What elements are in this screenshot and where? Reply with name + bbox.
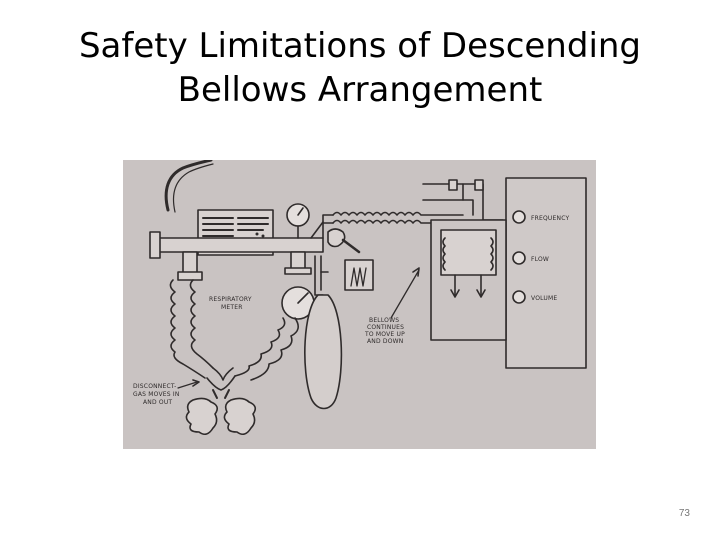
disconnect-label-3: AND OUT [143,399,172,406]
bellows-label-1: BELLOWS [369,317,399,324]
volume-label: VOLUME [531,295,557,302]
flow-label: FLOW [531,256,549,263]
bellows-label-3: TO MOVE UP [364,331,405,338]
disconnect-label-1: DISCONNECT- [133,383,177,390]
corrugated-tube-top [332,211,464,216]
slide-title-line-2: Bellows Arrangement [177,70,543,110]
bellows-label-2: CONTINUES [367,324,404,331]
slide-title-line-1: Safety Limitations of Descending [78,26,642,66]
slide-title: Safety Limitations of Descending Bellows… [60,24,660,112]
respiratory-meter-label-2: METER [221,304,243,311]
page-number: 73 [678,508,690,519]
patient-lungs [185,397,219,436]
bellows-label-4: AND DOWN [367,338,403,345]
volume-knob [512,290,526,304]
reservoir-bag [304,294,343,410]
ventilator-diagram: FREQUENCY FLOW VOLUME RESPIRATORY METER … [123,160,596,449]
expiratory-tube [234,317,286,377]
frequency-knob [512,210,526,224]
ventilator-control-panel [505,177,587,369]
respiratory-meter-label-1: RESPIRATORY [209,296,252,303]
frequency-label: FREQUENCY [531,215,569,222]
manifold-pipe [157,237,324,253]
inspiratory-tube [169,279,206,379]
diagram-drawing: FREQUENCY FLOW VOLUME RESPIRATORY METER … [133,160,587,436]
flow-knob [512,251,526,265]
disconnect-label-2: GAS MOVES IN [133,391,180,398]
supply-hose [164,160,213,212]
